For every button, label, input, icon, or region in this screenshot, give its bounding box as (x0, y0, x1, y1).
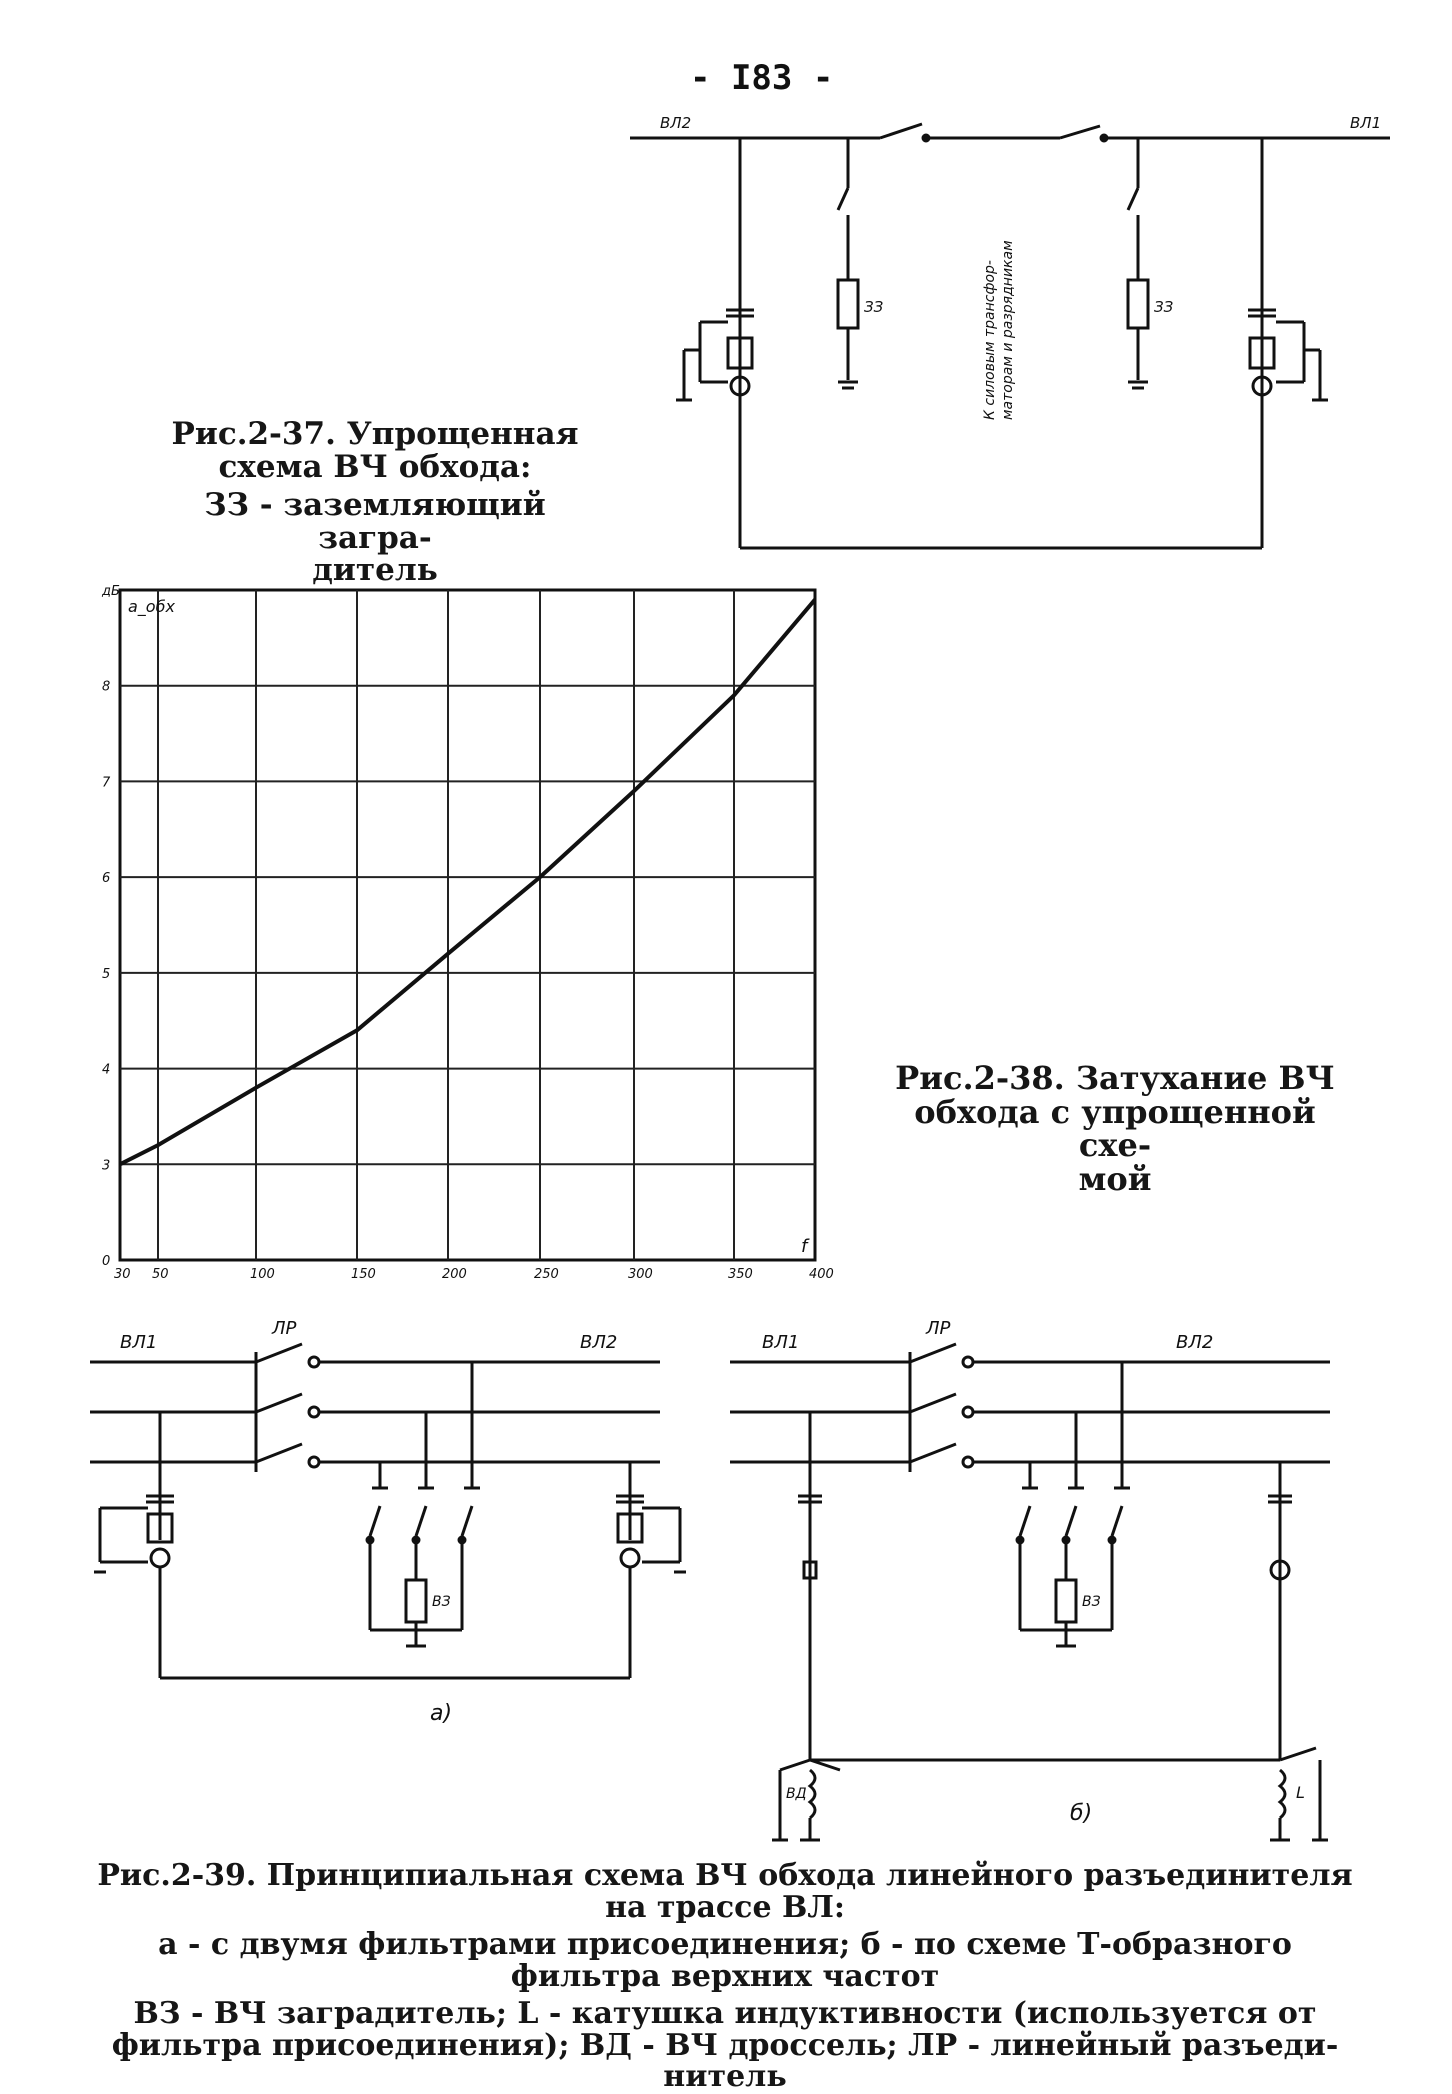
fig37-note-2: маторам и разрядникам (1000, 240, 1016, 420)
fig37-caption-line2: схема ВЧ обхода: (218, 448, 532, 485)
x-tick-label: 100 (250, 1267, 275, 1280)
fig37-legend-line1: ЗЗ - заземляющий загра- (204, 487, 546, 556)
fig39b-label-vl2: ВЛ2 (1176, 1332, 1213, 1353)
fig39-caption-line1: Рис.2-39. Принципиальная схема ВЧ обхода… (97, 1858, 1353, 1893)
data-point (539, 876, 541, 878)
fig39-legend-b3: нитель (663, 2059, 787, 2094)
y-axis-label: a_обх (128, 597, 175, 617)
x-tick-label: 200 (442, 1267, 467, 1280)
fig39a-sublabel: а) (430, 1701, 452, 1726)
data-point (447, 953, 449, 955)
data-point (356, 1029, 358, 1031)
data-point (633, 790, 635, 792)
fig39a-label-lr: ЛР (271, 1318, 297, 1339)
fig37-note-1: К силовым трансфор- (982, 260, 998, 420)
x-tick-label: 50 (152, 1267, 169, 1280)
chart-frame (118, 588, 817, 1262)
fig39-legend-b: ВЗ - ВЧ заградитель; L - катушка индукти… (133, 1996, 1317, 2031)
fig37-caption-line1: Рис.2-37. Упрощенная (171, 416, 579, 452)
fig37-label-zz-right: ЗЗ (1154, 298, 1174, 316)
fig37-caption: Рис.2-37. Упрощенная схема ВЧ обхода: ЗЗ… (150, 418, 600, 587)
data-point (814, 599, 816, 601)
fig37-label-zz-left: ЗЗ (864, 298, 884, 316)
y-tick-label: дБ (101, 584, 120, 599)
fig39-schematics: ВЛ1 ЛР ВЛ2 ВЗ а) ВЛ1 ЛР ВЛ2 ВЗ ВД L б) (90, 1318, 1330, 1842)
fig37-legend-line2: дитель (312, 552, 438, 589)
fig39a-label-vz: ВЗ (432, 1594, 451, 1610)
x-tick-label: 150 (351, 1267, 376, 1280)
data-point (157, 1144, 159, 1146)
y-tick-label: 6 (102, 871, 110, 886)
fig39b-label-vz: ВЗ (1082, 1594, 1101, 1610)
fig39-legend-b2: фильтра присоединения); ВД - ВЧ дроссель… (111, 2027, 1339, 2063)
x-tick-label: 300 (628, 1267, 653, 1280)
fig39b-label-l: L (1296, 1783, 1305, 1802)
y-tick-label: 0 (102, 1254, 110, 1269)
x-tick-label: 400 (809, 1267, 834, 1280)
y-tick-label: 5 (102, 967, 110, 982)
fig39b-sublabel: б) (1070, 1801, 1092, 1826)
fig37-label-vl2: ВЛ2 (660, 114, 691, 132)
y-tick-label: 7 (102, 775, 111, 790)
x-tick-label: 350 (728, 1267, 753, 1280)
fig39-caption: Рис.2-39. Принципиальная схема ВЧ обхода… (90, 1860, 1360, 2093)
fig39b-label-vd: ВД (786, 1786, 807, 1802)
fig39-legend-a2: фильтра верхних частот (510, 1958, 940, 1994)
fig38-caption-line3: мой (1078, 1159, 1152, 1198)
fig38-caption-line1: Рис.2-38. Затухание ВЧ (895, 1059, 1335, 1097)
fig38-caption: Рис.2-38. Затухание ВЧ обхода с упрощенн… (880, 1059, 1350, 1198)
x-tick-label: 30 (114, 1267, 131, 1280)
y-tick-label: 8 (102, 680, 110, 695)
data-point (119, 1163, 121, 1165)
fig37-schematic: ВЛ2 ВЛ1 ЗЗ ЗЗ К силовым трансфор- матора… (630, 114, 1390, 550)
y-tick-label: 3 (102, 1158, 110, 1173)
y-tick-label: 4 (102, 1063, 110, 1078)
fig39b-label-vl1: ВЛ1 (762, 1332, 799, 1353)
series-line (119, 598, 817, 1167)
data-point (733, 694, 735, 696)
data-point (255, 1087, 257, 1089)
fig39b-label-lr: ЛР (925, 1318, 951, 1339)
fig39-legend-a: а - с двумя фильтрами присоединения; б -… (158, 1927, 1292, 1962)
x-axis-label: f (801, 1236, 810, 1257)
fig39-caption-line2: на трассе ВЛ: (605, 1889, 845, 1925)
fig39a-label-vl2: ВЛ2 (580, 1332, 617, 1353)
page-number: - I83 - (690, 58, 834, 98)
fig39a-label-vl1: ВЛ1 (120, 1332, 157, 1353)
x-tick-label: 250 (534, 1267, 559, 1280)
fig37-label-vl1: ВЛ1 (1350, 114, 1381, 132)
fig38-caption-line2: обхода с упрощенной схе- (914, 1092, 1316, 1165)
